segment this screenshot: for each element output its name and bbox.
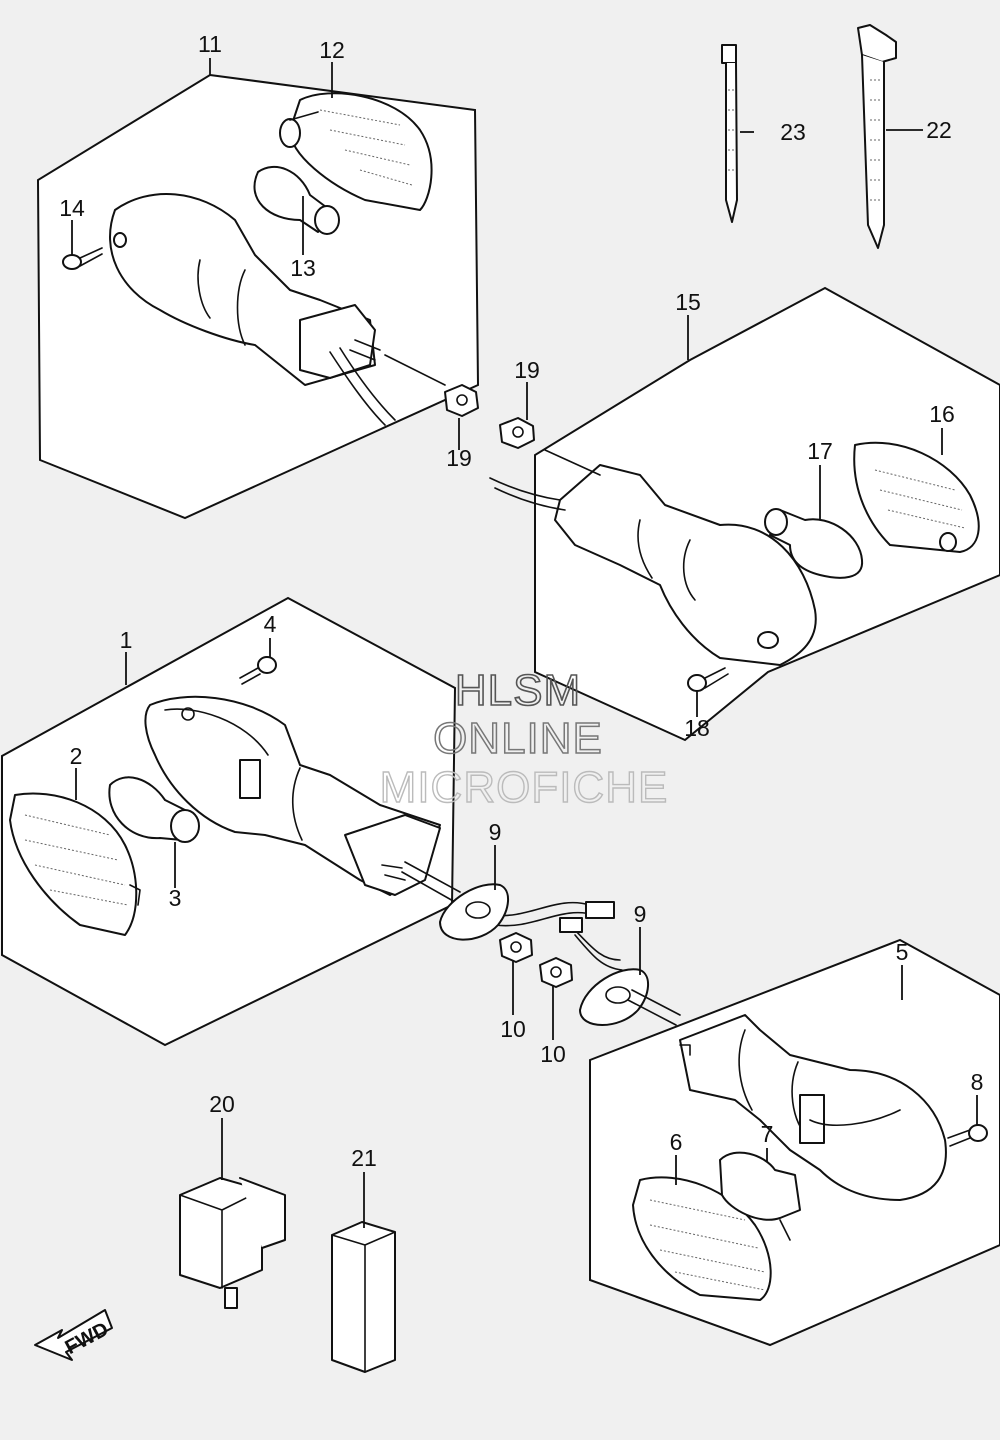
nut-10-right: [539, 957, 573, 988]
callout-22: 22: [926, 117, 952, 143]
nut-10-left: [499, 932, 533, 963]
callout-2: 2: [70, 743, 83, 769]
callout-15: 15: [675, 289, 701, 315]
screw-18: [687, 667, 729, 692]
callout-3: 3: [169, 885, 182, 911]
callout-19-right: 19: [514, 357, 540, 383]
callout-23: 23: [780, 119, 806, 145]
turn-signal-housing-11: [109, 193, 446, 426]
bulb-7: [719, 1151, 801, 1241]
callout-9-left: 9: [489, 819, 502, 845]
callout-14: 14: [59, 195, 85, 221]
lens-2: [9, 792, 141, 936]
fwd-arrow: FWD: [34, 1309, 113, 1361]
screw-4: [239, 656, 277, 685]
cable-tie-23: [721, 44, 738, 223]
turn-signal-housing-5: [679, 1014, 947, 1201]
cable-tie-22: [857, 24, 897, 249]
turn-signal-housing-15: [489, 449, 817, 666]
callout-19-left: 19: [446, 445, 472, 471]
callout-1: 1: [120, 627, 133, 653]
assembly-group-5: [589, 938, 1000, 1347]
callout-9-right: 9: [634, 901, 647, 927]
screw-8: [947, 1124, 988, 1147]
bulb-17: [764, 508, 864, 579]
callout-17: 17: [807, 438, 833, 464]
watermark-line-3: MICROFICHE: [380, 763, 669, 812]
callout-12: 12: [319, 37, 345, 63]
callout-7: 7: [761, 1121, 774, 1147]
callout-16: 16: [929, 401, 955, 427]
assembly-group-15: [489, 286, 1000, 742]
connector-9: [559, 901, 615, 933]
lens-16: [853, 441, 980, 553]
callout-18: 18: [684, 715, 710, 741]
watermark: HLSM ONLINE MICROFICHE: [379, 665, 669, 813]
nut-19-left: [444, 384, 479, 417]
watermark-line-2: ONLINE: [433, 714, 603, 763]
callout-20: 20: [209, 1091, 235, 1117]
callout-6: 6: [670, 1129, 683, 1155]
grommet-9-right: [579, 968, 681, 1026]
part-21: [331, 1221, 396, 1373]
callout-21: 21: [351, 1145, 377, 1171]
callout-8: 8: [971, 1069, 984, 1095]
callout-11: 11: [198, 31, 222, 57]
turn-signal-housing-1: [144, 695, 441, 896]
bulb-3: [108, 776, 200, 843]
lens-12: [279, 92, 433, 211]
callout-5: 5: [896, 939, 909, 965]
callout-10-right: 10: [540, 1041, 566, 1067]
relay-20: [179, 1177, 286, 1309]
grommet-9-left: [439, 883, 509, 941]
callout-numbers: 11 12 13 14 19 19 15 16 17 18 23 22 1 4 …: [59, 31, 983, 1171]
assembly-group-11: [36, 73, 480, 520]
watermark-line-1: HLSM: [455, 666, 581, 715]
callout-10-left: 10: [500, 1016, 526, 1042]
callout-4: 4: [264, 611, 277, 637]
leader-lines: [71, 58, 978, 1228]
bulb-13: [253, 166, 340, 235]
callout-13: 13: [290, 255, 316, 281]
nut-19-right: [499, 417, 535, 449]
assembly-group-1: [0, 596, 457, 1047]
